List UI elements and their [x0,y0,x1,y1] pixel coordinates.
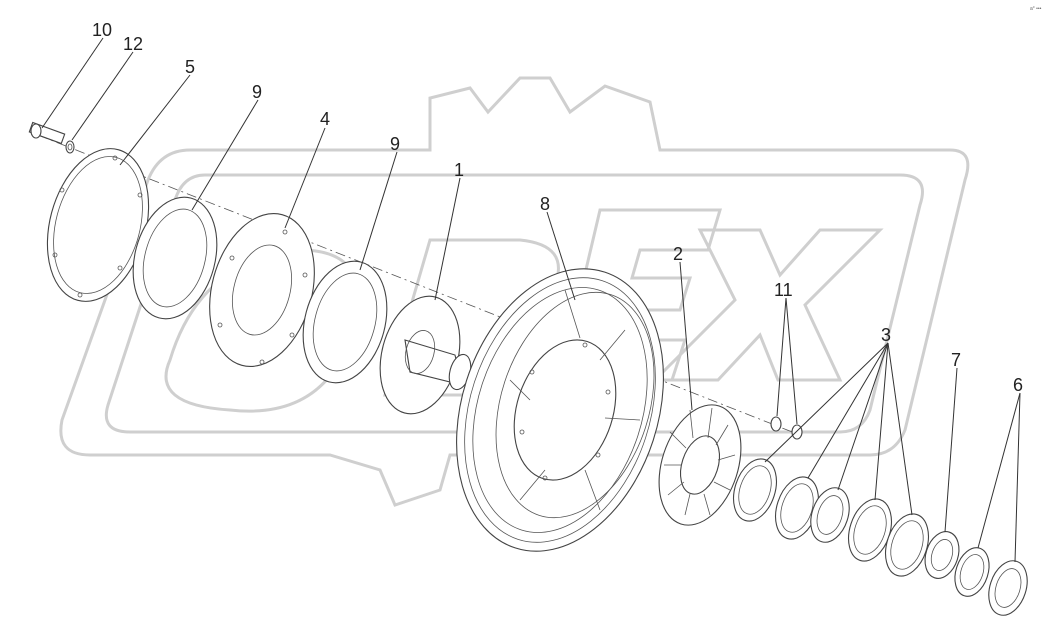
label-4: 4 [320,109,330,129]
part-9-gasket-second [302,260,388,384]
part-2-ribbed-disk [658,404,742,526]
corner-mark: a° ••• [1030,6,1042,12]
assembly-axis-line [37,134,801,436]
label-12: 12 [123,34,143,54]
label-5: 5 [185,57,195,77]
part-7-bushing [924,531,960,579]
part-11-nuts [770,416,803,440]
label-9-second: 9 [390,134,400,154]
part-4-flange-plate [209,213,315,367]
label-2: 2 [673,244,683,264]
part-3-spacer-rings [733,458,929,577]
label-3: 3 [881,325,891,345]
part-12-washer [65,140,75,154]
label-8: 8 [540,194,550,214]
part-10-bolt [28,121,66,145]
part-1-hub [379,295,472,415]
part-6-lock-rings [954,547,1028,616]
leader-lines [41,37,1021,563]
label-6: 6 [1013,375,1023,395]
part-9-gasket-first [132,196,218,320]
label-9-first: 9 [252,82,262,102]
label-7: 7 [951,350,961,370]
label-10: 10 [92,20,112,40]
label-11: 11 [774,280,793,300]
label-1: 1 [454,160,464,180]
part-8-pulley-wheel [456,268,664,552]
part-labels: 10 12 5 9 4 9 1 8 2 11 3 7 6 [92,20,1023,395]
